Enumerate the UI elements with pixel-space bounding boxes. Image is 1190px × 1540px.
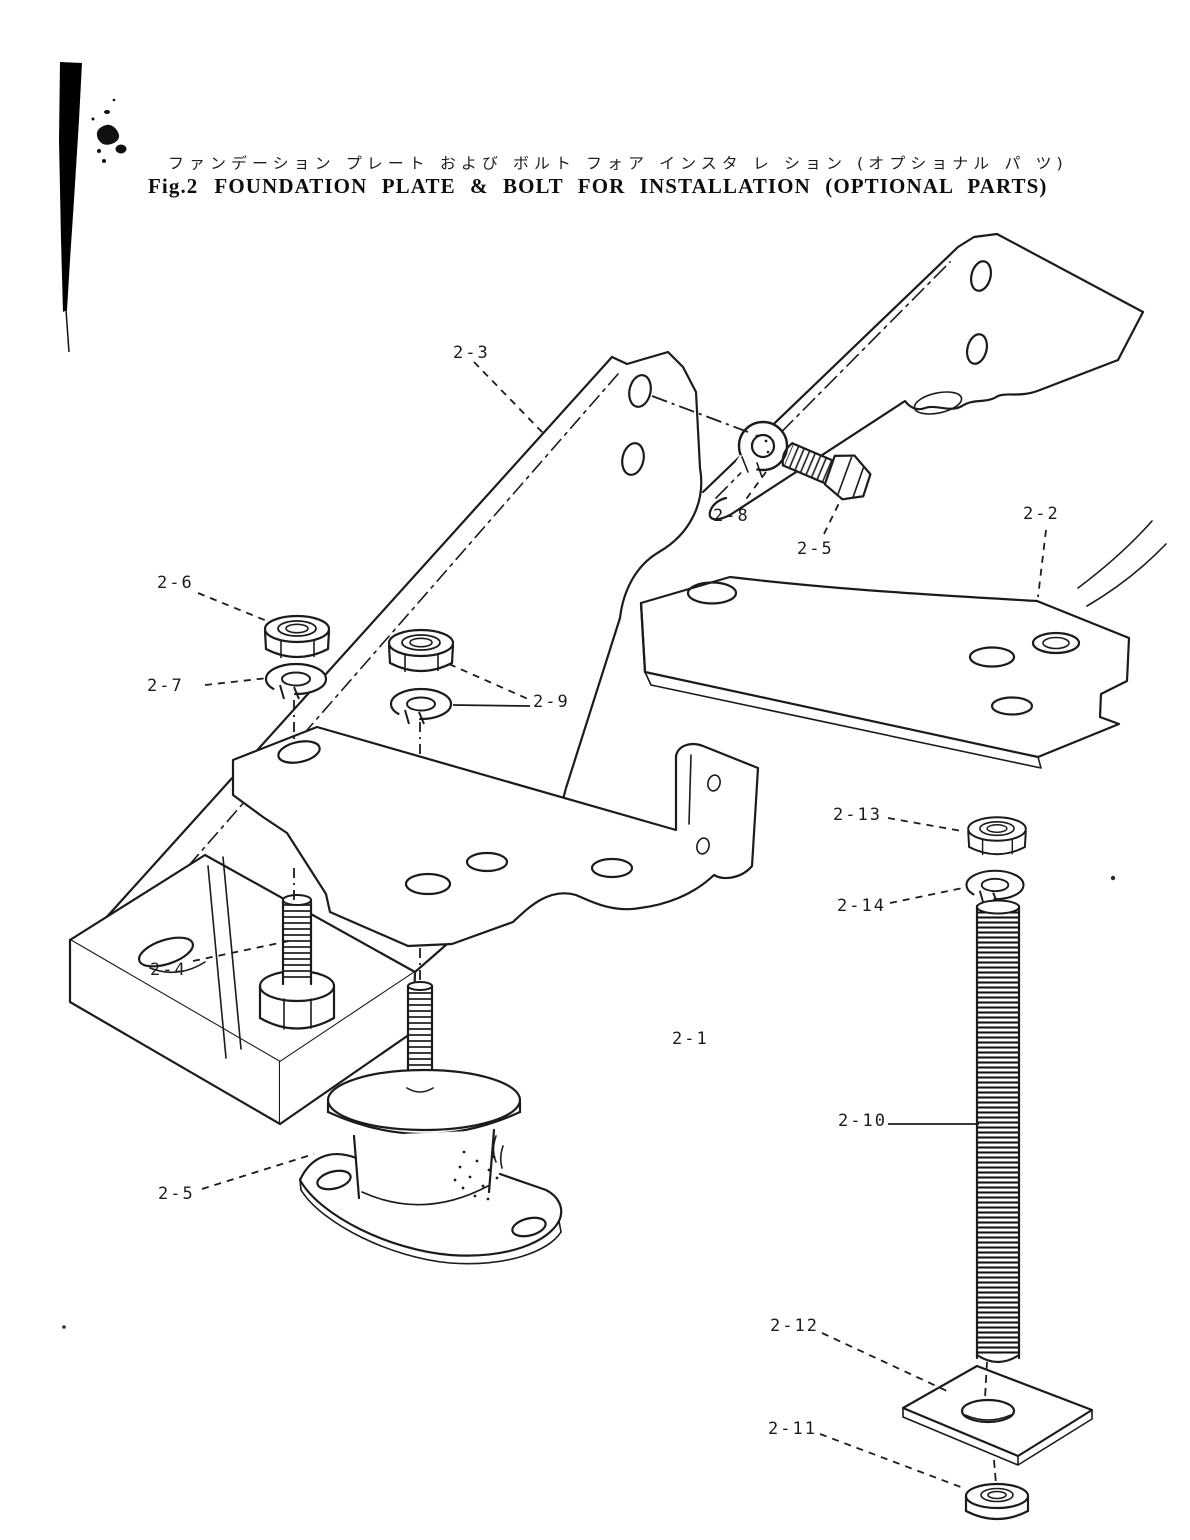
- leader-2-6: [197, 592, 268, 622]
- part-callout-2-9-6: 2-9: [533, 692, 570, 712]
- lock-washer-2-8: [732, 420, 789, 478]
- leader-lines: [192, 361, 1047, 1490]
- hex-nut-2-9: [387, 628, 455, 674]
- bolt-hole: [277, 740, 321, 764]
- mount-ear-hole: [316, 1169, 352, 1191]
- part-callout-2-6-4: 2-6: [157, 573, 194, 593]
- print-specks: [62, 875, 1116, 1329]
- mount-ear-hole: [511, 1216, 547, 1238]
- threaded-rod-2-10: [975, 899, 1021, 1364]
- leader-2-12: [821, 1332, 948, 1392]
- hex-nut-2-11: [964, 1482, 1030, 1521]
- leader-2-9-nut: [448, 663, 529, 700]
- hex-nut-2-13: [967, 816, 1027, 857]
- break-lines: [1077, 520, 1167, 607]
- figure-number: Fig.2: [148, 174, 199, 198]
- part-callout-2-14-8: 2-14: [837, 896, 886, 916]
- binding-edge-mark: [59, 62, 82, 353]
- upper-bracket: [701, 232, 1145, 521]
- bolt-hole: [621, 442, 645, 476]
- bolt-hole: [1031, 631, 1081, 655]
- axis-hole-to-washer-2-8: [651, 395, 749, 433]
- hex-nut-2-6: [263, 614, 331, 660]
- part-callout-2-13-7: 2-13: [833, 805, 882, 825]
- axis-line: [984, 1361, 988, 1399]
- part-callout-2-3-0: 2-3: [453, 343, 490, 363]
- bolt-hole: [990, 696, 1034, 716]
- figure-title-text: FOUNDATION PLATE & BOLT FOR INSTALLATION…: [214, 174, 1048, 198]
- leader-2-4: [192, 940, 290, 962]
- flange-hole: [707, 774, 721, 792]
- leader-2-9-washer: [452, 704, 531, 707]
- part-callout-2-8-1: 2-8: [713, 506, 750, 526]
- square-plate-2-12: [901, 1364, 1094, 1466]
- part-callout-2-2-3: 2-2: [1023, 504, 1060, 524]
- hex-bolt-2-5: [781, 442, 872, 501]
- leader-2-13: [887, 817, 963, 832]
- bolt-hole: [404, 872, 452, 896]
- leader-2-8: [743, 471, 767, 503]
- bolt-hole: [965, 333, 989, 365]
- leader-2-14: [889, 887, 964, 904]
- part-callout-2-11-14: 2-11: [768, 1419, 817, 1439]
- part-callout-2-5-2: 2-5: [797, 539, 834, 559]
- leader-2-5-mount: [201, 1153, 315, 1190]
- rubber-mount-2-5: [298, 981, 563, 1265]
- flange-inner-edge: [688, 754, 692, 825]
- axis-line: [993, 1459, 997, 1485]
- leader-2-2: [1037, 529, 1047, 598]
- part-callout-2-12-13: 2-12: [770, 1316, 819, 1336]
- part-callout-2-4-9: 2-4: [150, 960, 187, 980]
- leader-2-5: [823, 498, 842, 535]
- bolt-hole: [968, 646, 1016, 668]
- leader-2-7: [204, 677, 269, 686]
- foundation-bracket-2-3: [68, 350, 703, 1126]
- leader-2-3: [473, 361, 544, 434]
- bolt-hole: [590, 857, 634, 879]
- flange-hole: [696, 837, 710, 855]
- bolt-hole: [686, 581, 738, 605]
- slot-hole: [138, 936, 194, 968]
- foundation-plate-2-1: [231, 725, 760, 948]
- foundation-plate-2-2: [639, 575, 1131, 769]
- part-callout-2-7-5: 2-7: [147, 676, 184, 696]
- figure-title: Fig.2 FOUNDATION PLATE & BOLT FOR INSTALL…: [148, 174, 1047, 199]
- part-callout-2-1-10: 2-1: [672, 1029, 709, 1049]
- leader-2-11: [819, 1433, 967, 1490]
- center-hole: [960, 1398, 1016, 1424]
- part-callout-2-5-11: 2-5: [158, 1184, 195, 1204]
- bolt-hole: [465, 851, 509, 873]
- bolt-hole: [628, 374, 652, 408]
- fold-line: [121, 373, 619, 943]
- slot: [913, 391, 963, 415]
- part-callout-2-10-12: 2-10: [838, 1111, 887, 1131]
- figure-title-japanese: ファンデーション プレート および ボルト フォア インスタ レ ション (オプ…: [168, 154, 1068, 173]
- bolt-hole: [969, 260, 993, 292]
- ink-smudge: [91, 98, 127, 163]
